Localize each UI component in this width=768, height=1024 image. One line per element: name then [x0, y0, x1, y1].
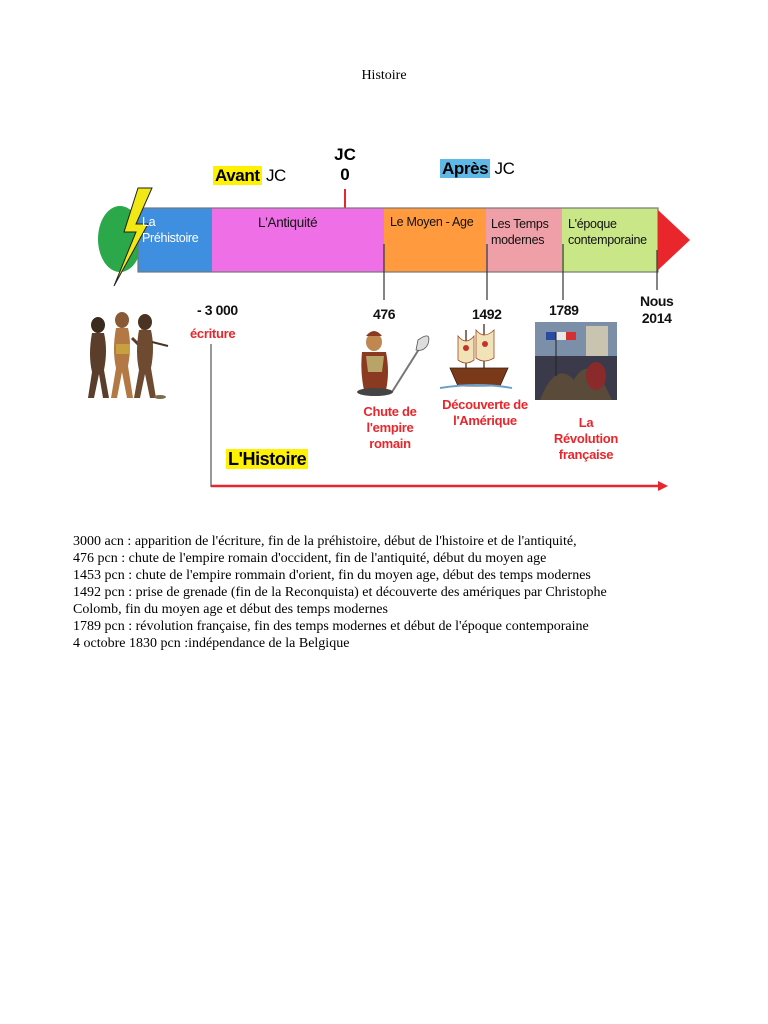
lightning-icon: [113, 187, 153, 287]
era-label-line: Le Moyen - Age: [390, 215, 474, 229]
caption-line: Découverte de: [442, 397, 528, 412]
caption-chute-empire-romain: Chute de l'empire romain: [354, 404, 426, 452]
era-band-contemporaine: [562, 208, 658, 272]
era-label-moyen-age: Le Moyen - Age: [390, 214, 474, 230]
era-label-antiquite: L'Antiquité: [258, 215, 318, 231]
jc-zero-tick: [344, 189, 346, 209]
era-label-line: Les Temps: [491, 217, 549, 231]
date-1789: 1789: [549, 302, 579, 318]
caption-line: l'empire: [366, 420, 414, 435]
histoire-arrow: [88, 312, 668, 491]
note-line: 1492 pcn : prise de grenade (fin de la R…: [73, 585, 607, 600]
histoire-label: L'Histoire: [226, 449, 309, 470]
era-band-moyen-age: [384, 208, 486, 272]
cavemen-illustration: [88, 312, 169, 399]
notes-list: 3000 acn : apparition de l'écriture, fin…: [73, 533, 713, 652]
date-476: 476: [373, 306, 396, 322]
nous-text: Nous: [640, 293, 674, 309]
date-minus-3000: - 3 000: [197, 302, 238, 318]
timeline-figure: Avant JC JC 0 Après JC La Préhistoire L'…: [88, 145, 690, 491]
note-line: 476 pcn : chute de l'empire romain d'occ…: [73, 551, 547, 566]
note-line: Colomb, fin du moyen age et début des te…: [73, 602, 388, 617]
era-label-line: modernes: [491, 233, 545, 247]
note-line: 1789 pcn : révolution française, fin des…: [73, 619, 589, 634]
apres-jc-suffix: JC: [494, 159, 515, 178]
avant-highlight: Avant: [213, 166, 262, 185]
era-label-line: Préhistoire: [142, 231, 199, 245]
caption-line: romain: [369, 436, 411, 451]
jc-top-text: JC: [334, 145, 356, 164]
era-label-prehistoire: La Préhistoire: [142, 214, 199, 246]
era-label-line: contemporaine: [568, 233, 647, 247]
document-title: Histoire: [361, 68, 407, 83]
band-arrow-head: [658, 210, 690, 270]
era-band-prehistoire: [138, 208, 212, 272]
era-label-temps-modernes: Les Temps modernes: [491, 216, 549, 248]
caption-line: française: [558, 447, 614, 462]
date-1492: 1492: [472, 306, 502, 322]
caption-line: l'Amérique: [453, 413, 517, 428]
jc-zero-text: 0: [340, 165, 350, 184]
avant-jc-label: Avant JC: [213, 166, 286, 186]
caption-line: La: [578, 415, 594, 430]
era-band-temps-modernes: [486, 208, 562, 272]
era-band-antiquite: [212, 208, 384, 272]
apres-highlight: Après: [440, 159, 491, 178]
era-label-line: L'époque: [568, 217, 617, 231]
note-line: 4 octobre 1830 pcn :indépendance de la B…: [73, 636, 350, 651]
era-label-line: L'Antiquité: [258, 215, 318, 230]
avant-jc-suffix: JC: [265, 166, 286, 185]
caption-revolution-francaise: La Révolution française: [544, 415, 628, 463]
revolution-painting: [535, 322, 617, 400]
caption-line: Chute de: [363, 404, 417, 419]
histoire-highlight: L'Histoire: [226, 449, 309, 469]
ecriture-caption: écriture: [190, 326, 236, 341]
caption-decouverte-amerique: Découverte de l'Amérique: [436, 397, 534, 429]
note-line: 1453 pcn : chute de l'empire rommain d'o…: [73, 568, 591, 583]
timeline-band: [113, 187, 690, 300]
roman-soldier-illustration: [357, 331, 430, 396]
apres-jc-label: Après JC: [440, 159, 515, 179]
jc-zero-label: JC 0: [326, 145, 364, 185]
year-2014-text: 2014: [641, 310, 672, 326]
era-label-line: La: [142, 215, 156, 229]
date-nous-2014: Nous 2014: [640, 293, 674, 327]
note-line: 3000 acn : apparition de l'écriture, fin…: [73, 534, 577, 549]
caption-line: Révolution: [553, 431, 619, 446]
era-label-contemporaine: L'époque contemporaine: [568, 216, 647, 248]
histoire-arrow-head: [658, 481, 668, 491]
caravel-illustration: [439, 324, 513, 389]
